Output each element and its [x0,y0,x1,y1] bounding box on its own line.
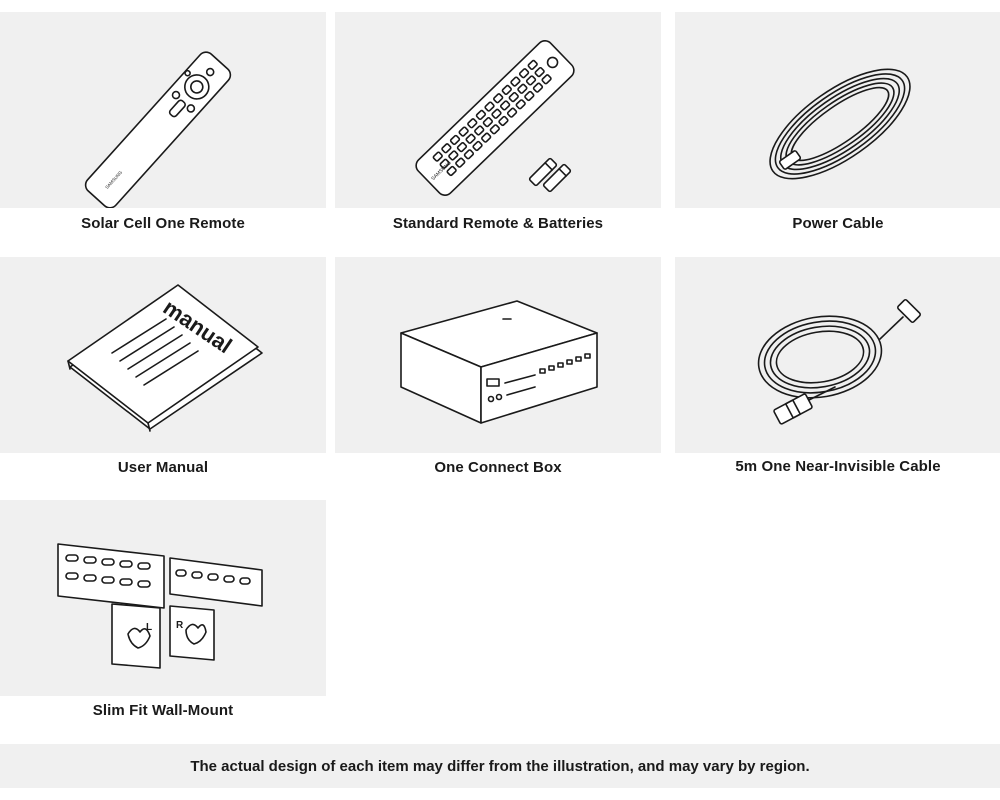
item-label-one-connect-box: One Connect Box [434,459,562,476]
item-tile-standard-remote: SAMSUNG [335,12,661,208]
standard-remote-icon: SAMSUNG [415,40,575,196]
item-tile-user-manual: manual [0,257,326,453]
one-connect-box-icon [400,300,598,424]
disclaimer-bar: The actual design of each item may diffe… [0,744,1000,788]
wall-mount-icon: L R [57,543,263,669]
bracket-right-label: R [176,620,184,631]
batteries-icon [528,157,572,193]
item-label-standard-remote: Standard Remote & Batteries [392,215,604,232]
solar-remote-icon: SAMSUNG [84,51,232,208]
item-label-near-invisible-cable: 5m One Near-Invisible Cable [735,458,941,475]
user-manual-icon: manual [67,284,263,432]
item-tile-near-invisible-cable [675,257,1000,453]
item-label-wall-mount: Slim Fit Wall-Mount [92,702,234,719]
item-label-solar-remote: Solar Cell One Remote [81,215,245,232]
item-tile-power-cable [675,12,1000,208]
near-invisible-cable-icon [757,299,921,425]
item-tile-one-connect-box [335,257,661,453]
disclaimer-text: The actual design of each item may diffe… [190,757,810,775]
item-tile-solar-remote: SAMSUNG [0,12,326,208]
power-cable-icon [769,68,911,180]
item-label-user-manual: User Manual [117,459,209,476]
bracket-left-label: L [146,622,152,633]
item-label-power-cable: Power Cable [792,215,884,232]
item-tile-wall-mount: L R [0,500,326,696]
